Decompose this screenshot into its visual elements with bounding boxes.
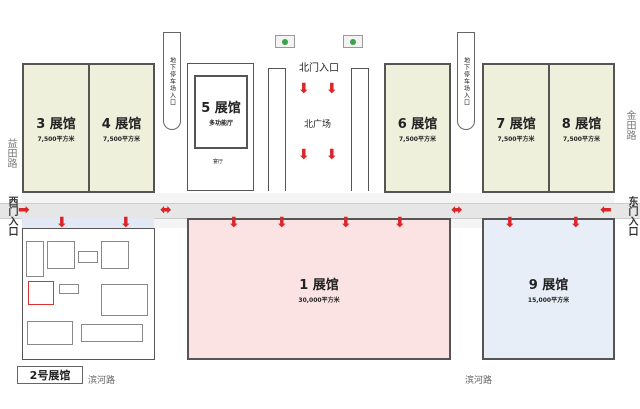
arrow-down-icon: ⬇ [298, 81, 310, 97]
arrow-down-icon: ⬇ [326, 147, 338, 163]
hall-3-area: 7,500平方米 [37, 136, 75, 143]
hall-3-name: 3 展馆 [36, 117, 76, 132]
hall-3[interactable]: 3 展馆 7,500平方米 [22, 63, 90, 193]
hall-2-plan[interactable] [22, 228, 155, 360]
hall-5-name: 5 展馆 [201, 101, 241, 116]
corridor-blue-left [22, 217, 154, 228]
plaza-column-left [268, 68, 286, 191]
hall-8-area: 7,500平方米 [563, 136, 600, 143]
banquet-hall-label: 宴厅 [213, 159, 224, 165]
hall-6-name: 6 展馆 [397, 117, 438, 132]
arrow-down-icon: ⬇ [298, 147, 310, 163]
hall-9-name: 9 展馆 [528, 278, 569, 293]
exit-sign-icon [275, 35, 295, 48]
hall-7-area: 7,500平方米 [497, 136, 535, 143]
arrow-down-icon: ⬇ [228, 215, 240, 231]
hall-8-name: 8 展馆 [561, 117, 602, 132]
east-road-label: 金田路 [624, 110, 635, 140]
south-road-label-left: 滨河路 [88, 376, 116, 386]
arrow-down-icon: ⬇ [394, 215, 406, 231]
arrow-both-icon: ⬌ [451, 202, 463, 218]
hall-1-area: 30,000平方米 [298, 297, 340, 304]
arrow-down-icon: ⬇ [56, 215, 68, 231]
hall-7-name: 7 展馆 [496, 117, 536, 132]
hall-1-name: 1 展馆 [299, 278, 339, 293]
arrow-down-icon: ⬇ [276, 215, 288, 231]
north-gate-label: 北门入口 [299, 63, 339, 74]
hall-6-area: 7,500平方米 [399, 136, 436, 143]
parking-entrance-west: 地下停车场入口 [163, 32, 181, 130]
east-gate-label: 东门入口 [626, 196, 637, 236]
hall-4[interactable]: 4 展馆 7,500平方米 [88, 63, 155, 193]
arrow-down-icon: ⬇ [504, 215, 516, 231]
arrow-down-icon: ⬇ [340, 215, 352, 231]
hall-6[interactable]: 6 展馆 7,500平方米 [384, 63, 451, 193]
hall-2-label-box: 2号展馆 [17, 366, 83, 384]
south-road-label-right: 滨河路 [465, 376, 493, 386]
plaza-column-right [351, 68, 369, 191]
arrow-down-icon: ⬇ [570, 215, 582, 231]
parking-entrance-east: 地下停车场入口 [457, 32, 475, 130]
hall-4-area: 7,500平方米 [103, 136, 140, 143]
arrow-right-icon: ➡ [18, 202, 30, 218]
hall-7[interactable]: 7 展馆 7,500平方米 [482, 63, 550, 193]
hall-4-name: 4 展馆 [101, 117, 142, 132]
hall-5[interactable]: 5 展馆 多功能厅 [194, 75, 248, 149]
west-gate-label: 西门入口 [6, 196, 17, 236]
hall-9-area: 15,000平方米 [527, 297, 570, 304]
arrow-left-icon: ⬅ [600, 202, 612, 218]
exit-sign-icon [343, 35, 363, 48]
hall-9[interactable]: 9 展馆 15,000平方米 [482, 218, 615, 360]
arrow-down-icon: ⬇ [120, 215, 132, 231]
hall-1[interactable]: 1 展馆 30,000平方米 [187, 218, 451, 360]
north-plaza-label: 北广场 [304, 120, 332, 130]
arrow-both-icon: ⬌ [160, 202, 172, 218]
hall-8[interactable]: 8 展馆 7,500平方米 [548, 63, 615, 193]
hall-2-label: 2号展馆 [29, 369, 71, 382]
hall-5-sub: 多功能厅 [208, 120, 233, 127]
west-road-label: 益田路 [5, 138, 16, 168]
arrow-down-icon: ⬇ [326, 81, 338, 97]
